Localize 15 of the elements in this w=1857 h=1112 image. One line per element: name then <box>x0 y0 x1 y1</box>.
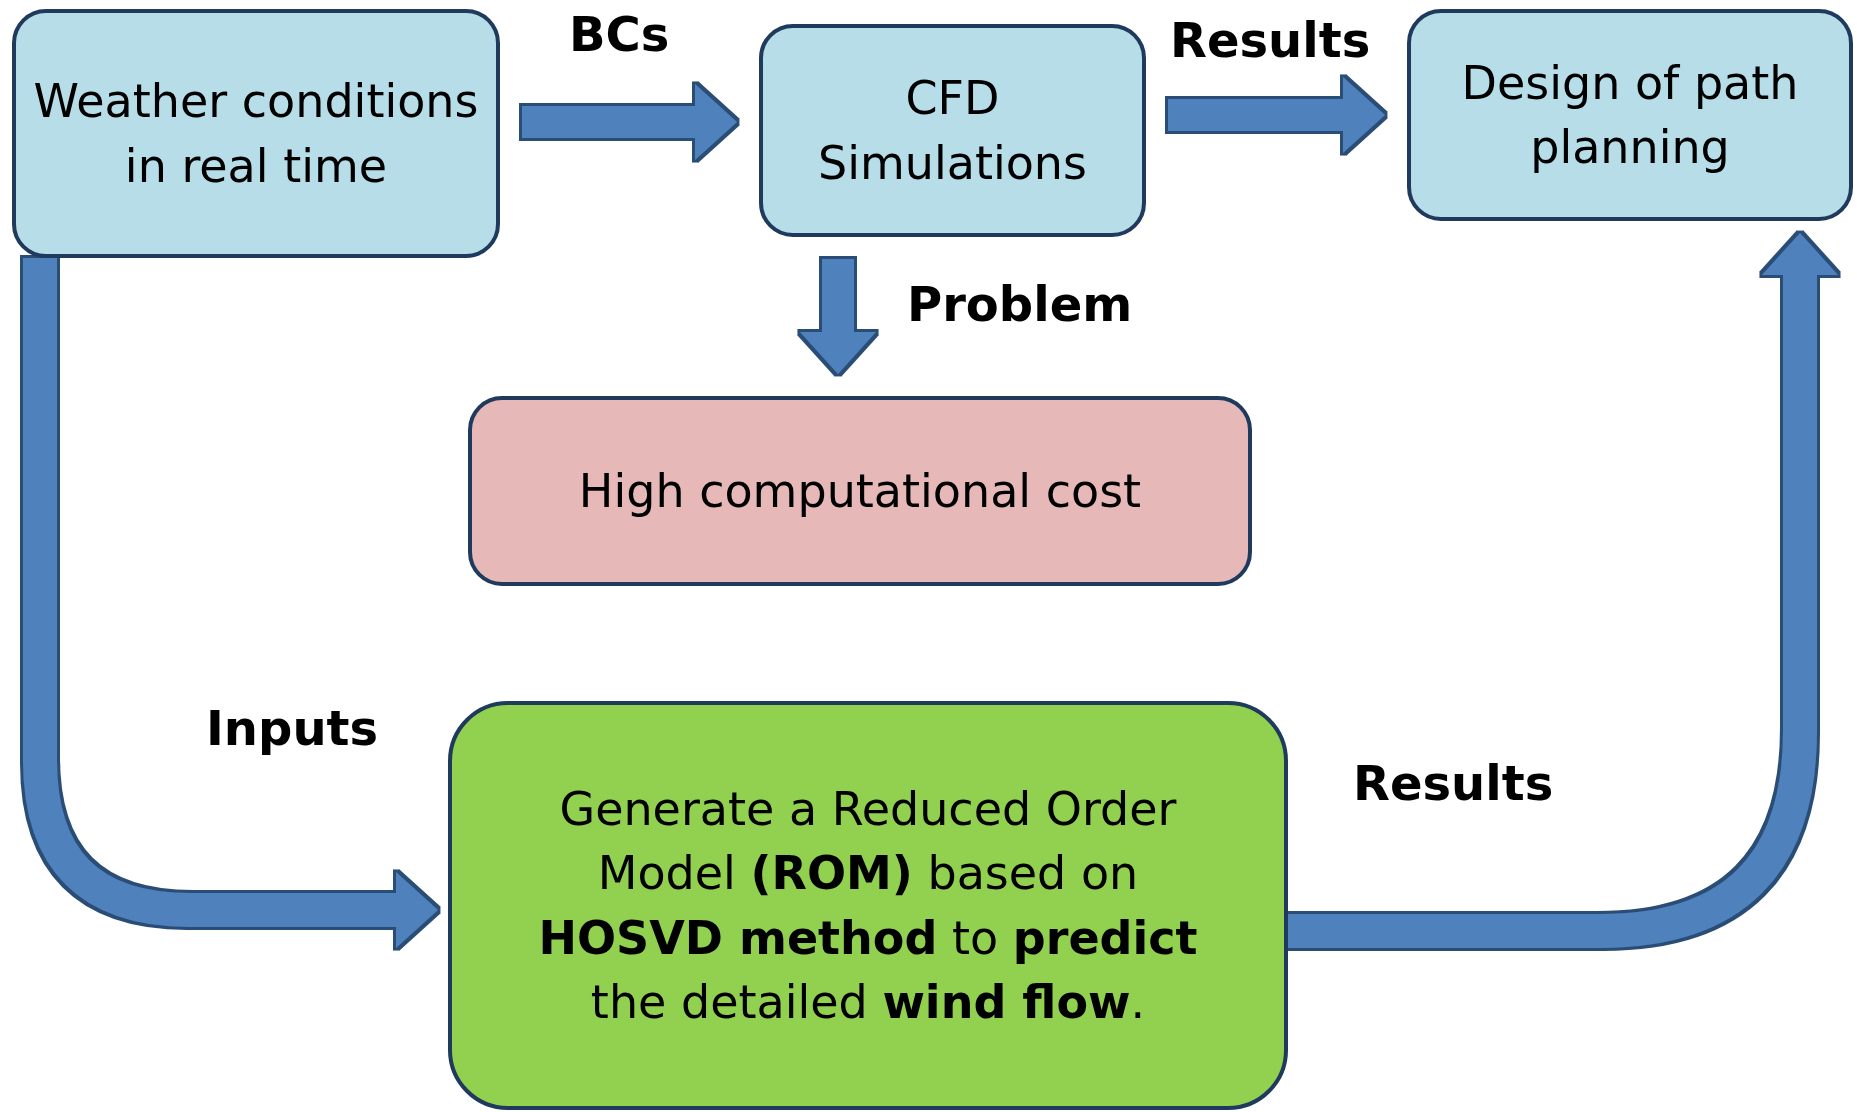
box-text: Weather conditions in real time <box>32 73 480 195</box>
process-box <box>759 24 1146 237</box>
box-text: Design of path planning <box>1460 54 1800 176</box>
block-arrow <box>800 259 876 374</box>
box-text: CFD Simulations <box>817 70 1088 192</box>
box-text: Generate a Reduced Order Model (ROM) based on HOSVD method to predict the detailed wind flow. <box>537 780 1199 1031</box>
solution-box <box>448 701 1288 1110</box>
block-arrow <box>1168 77 1385 153</box>
block-arrow <box>522 84 737 160</box>
process-box <box>12 9 500 258</box>
box-text: High computational cost <box>578 462 1142 520</box>
block-arrow <box>23 258 438 948</box>
process-box <box>1407 9 1853 221</box>
problem-box <box>468 396 1252 586</box>
block-arrow <box>1288 233 1838 948</box>
